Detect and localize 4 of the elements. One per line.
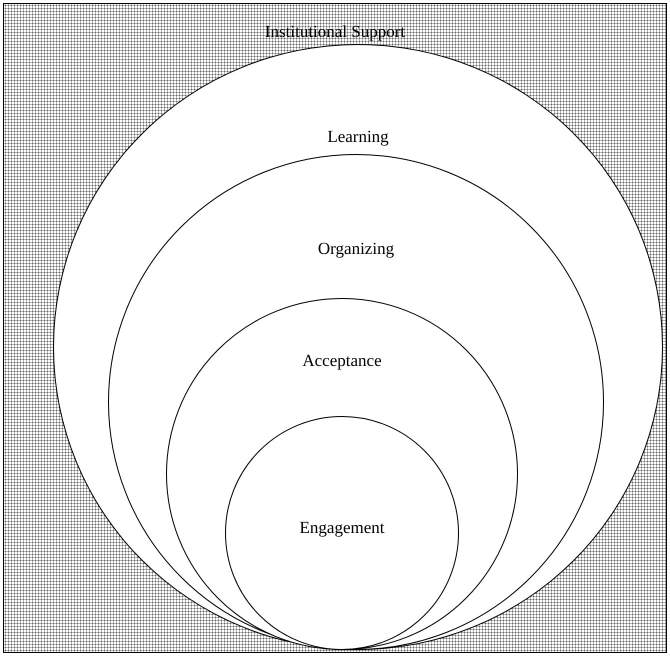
node-label: Engagement (300, 518, 384, 538)
node-label: Organizing (318, 239, 394, 259)
node-label: Acceptance (302, 351, 382, 371)
node-label: Learning (327, 127, 389, 147)
